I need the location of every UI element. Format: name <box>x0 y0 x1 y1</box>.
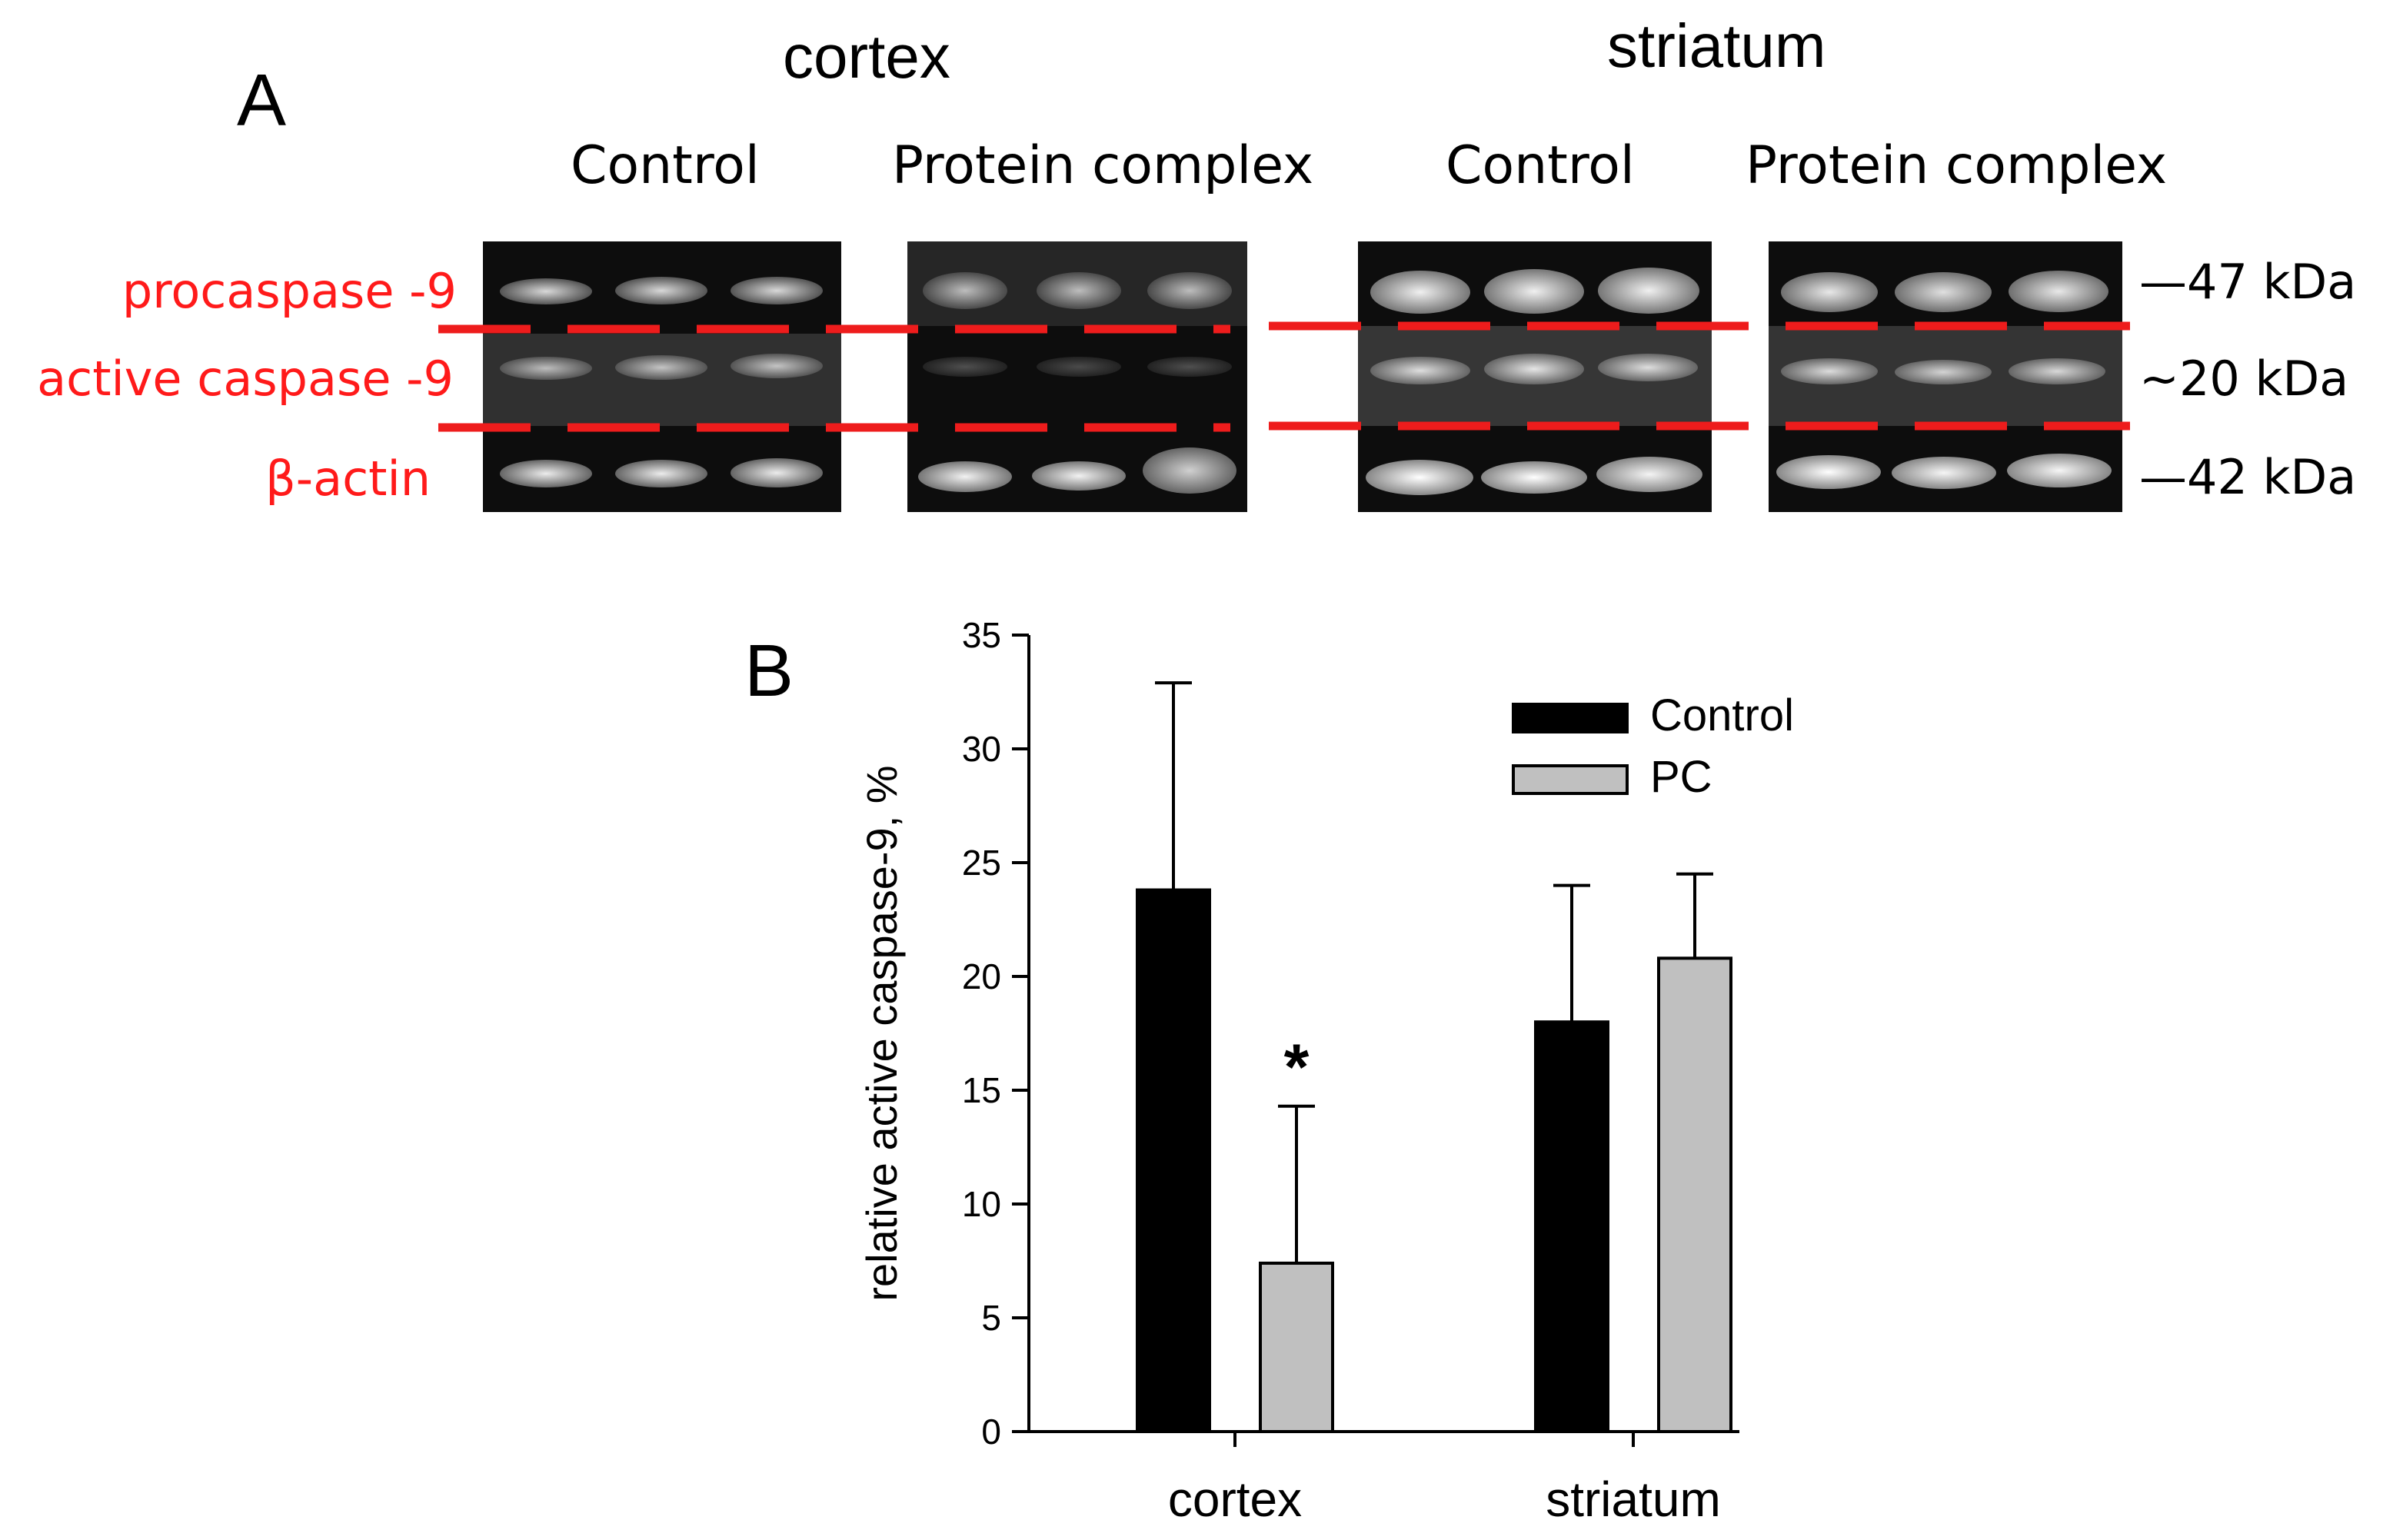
blot-cortex-protein-complex <box>907 241 1247 512</box>
group-label-cortex-protein-complex: Protein complex <box>892 135 1314 196</box>
blot-striatum-protein-complex <box>1769 241 2122 512</box>
y-tick-label: 15 <box>962 1070 1001 1110</box>
marker-20-kda: ~20 kDa <box>2139 351 2349 407</box>
marker-42-kda: —42 kDa <box>2139 449 2357 505</box>
marker-47-kda: —47 kDa <box>2139 254 2357 310</box>
y-tick-label: 10 <box>962 1184 1001 1224</box>
y-tick-label: 20 <box>962 956 1001 996</box>
y-tick-label: 0 <box>981 1412 1001 1452</box>
bar-control-cortex <box>1136 888 1211 1433</box>
row-label-active-caspase-9: active caspase -9 <box>37 351 454 407</box>
region-title-cortex: cortex <box>783 22 950 91</box>
group-label-striatum-protein-complex: Protein complex <box>1746 135 2168 196</box>
legend-label-control: Control <box>1650 690 1794 740</box>
significance-mark: * <box>1284 1031 1310 1103</box>
region-title-striatum: striatum <box>1607 12 1826 80</box>
panel-b-letter: B <box>744 630 794 712</box>
bar-pc-striatum <box>1657 956 1732 1433</box>
x-tick-label: striatum <box>1546 1472 1721 1527</box>
group-label-striatum-control: Control <box>1446 135 1635 196</box>
legend-label-pc: PC <box>1650 752 1712 802</box>
bar-pc-cortex <box>1259 1261 1334 1434</box>
y-tick-label: 25 <box>962 843 1001 883</box>
panel-a-letter: A <box>237 59 287 141</box>
x-tick-label: cortex <box>1168 1472 1302 1527</box>
row-label-beta-actin: β-actin <box>265 451 431 507</box>
y-tick-label: 35 <box>962 615 1001 655</box>
y-tick-label: 5 <box>981 1298 1001 1338</box>
y-axis-label: relative active caspase-9, % <box>857 765 906 1301</box>
separator-lines <box>438 321 2130 432</box>
row-label-procaspase-9: procaspase -9 <box>121 263 457 319</box>
y-tick-label: 30 <box>962 729 1001 769</box>
blot-striatum-control <box>1358 241 1712 512</box>
legend-swatch-pc <box>1512 764 1629 795</box>
legend-swatch-control <box>1512 703 1629 733</box>
blot-cortex-control <box>483 241 841 512</box>
group-label-cortex-control: Control <box>571 135 760 196</box>
bar-control-striatum <box>1534 1020 1609 1433</box>
bar-chart: 0 5 10 15 20 25 30 35 relative active caspase-9,… <box>857 615 1794 1527</box>
